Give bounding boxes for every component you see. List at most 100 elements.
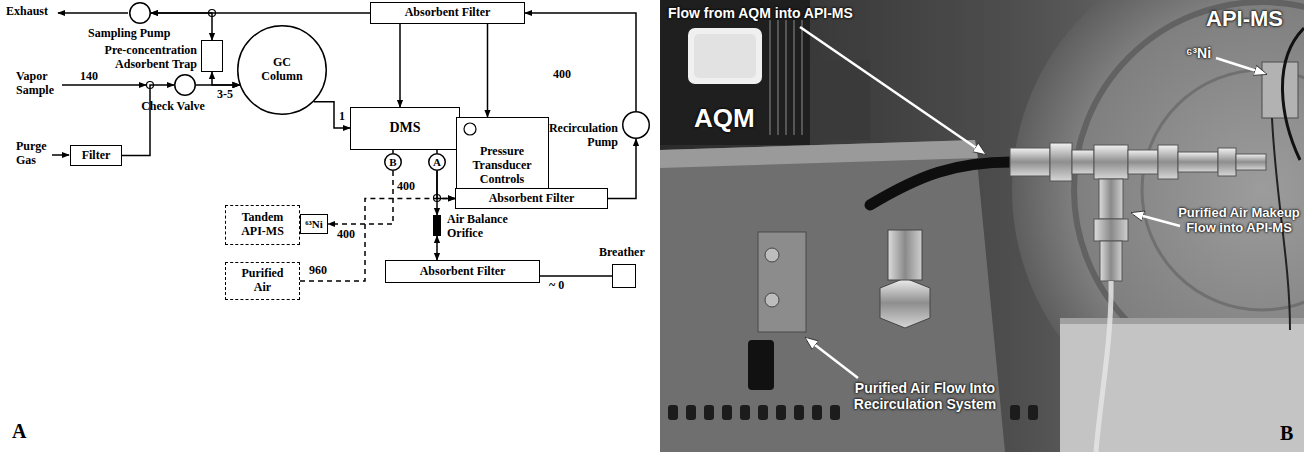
valve-symbol: Check Valve [174,74,196,96]
flow-line [436,236,438,260]
circle-outline [622,111,650,139]
heat-sink-fin [769,20,771,135]
vent-hole [1028,405,1038,420]
pump-symbol: Recirculation Pump [622,111,650,139]
flow-rate: 1 [338,110,346,124]
heat-sink-fin [801,20,803,135]
clear-tubing [1096,281,1111,452]
circle-shape [130,3,151,24]
flow-line [437,171,455,198]
photograph [660,0,1304,452]
circle-shape [623,112,650,139]
box-label: Absorbent Filter [420,265,506,279]
vent-hole [1010,405,1020,420]
gauge-circle [464,123,476,135]
flow-rate: 400 [396,180,416,194]
screw [765,248,779,262]
vent-hole [686,405,696,420]
part-label: Pre-concentration Adsorbent Trap [81,44,197,72]
vent-hole [704,405,714,420]
screw [765,293,779,307]
fitting [888,230,922,280]
heat-sink-fin [777,20,779,135]
hex-nut [1094,219,1128,241]
source-plate [1262,62,1298,118]
box-label: Pressure Transducer Controls [457,145,548,189]
vent-hole [722,405,732,420]
hex-nut [1158,145,1178,179]
fitting [1100,241,1122,281]
vent-hole [794,405,804,420]
housing-edge [1060,318,1304,324]
fitting [1236,154,1266,170]
black-tube [870,162,1012,205]
box-label: Filter [82,149,111,163]
circle-shape [385,154,402,171]
source-box: ⁶³Ni [300,214,329,234]
photo-callout: API-MS [1206,6,1283,31]
vent-hole [812,405,822,420]
box-label: ⁶³Ni [305,218,323,231]
box-label: DMS [389,120,420,136]
panel-letter: A [12,420,26,443]
breather-box: Breather [612,264,636,288]
box-label: Absorbent Filter [405,6,491,20]
flow-rate: 400 [336,228,356,242]
box-label: Absorbent Filter [489,192,575,206]
flow-line [525,13,636,111]
part-label: Sampling Pump [88,27,198,41]
dashed-flow-line [392,150,394,153]
hex-nut [880,278,930,328]
flow-rate: 140 [80,70,98,84]
chassis-plate [660,140,1005,452]
pump-symbol: Sampling Pump [129,2,151,24]
fitting [1072,150,1094,174]
flow-line [487,24,489,117]
flow-rate: 3-5 [216,88,234,102]
chassis-edge [660,140,978,168]
leader-line [806,338,858,378]
flow-line [540,275,612,277]
inlet-label: Purge Gas [16,140,58,168]
trap-box: Pre-concentration Adsorbent Trap [201,40,223,72]
fitting [1178,152,1218,172]
valve-block [758,232,806,332]
gauge-symbol [463,122,477,136]
photo-callout: Flow from AQM into API-MS [668,5,853,21]
vent-hole [758,405,768,420]
hex-nut [1218,148,1236,176]
circle-shape [175,75,196,96]
aqm-board [660,0,810,145]
board-bracket [810,60,870,140]
circle-shape [238,26,327,115]
black-fitting [748,340,774,390]
foam-texture [694,34,756,78]
part-label: Air Balance Orifice [447,213,527,241]
flow-rate: ~ 0 [548,279,565,293]
panel-letter: B [1280,422,1293,445]
box-label: Purified Air [235,267,291,295]
controls-box: Pressure Transducer Controls [456,117,549,190]
cable [1282,28,1304,160]
part-label: Check Valve [133,100,213,114]
photo-callout: Purified Air Makeup Flow into API-MS [1178,206,1300,236]
heat-sink-fin [785,20,787,135]
dashed-flow-line [328,171,393,224]
box-label: B [389,156,396,169]
flow-line [122,85,174,156]
photo-callout: AQM [694,104,755,134]
exhaust-arrow [58,12,128,14]
box-label: GC Column [257,56,307,84]
supply-box: Purified Air [225,262,300,300]
column-circle: GC Column [237,25,327,115]
tee-fitting [1094,145,1128,179]
photo-callout: ⁶³Ni [1186,45,1211,61]
purge-inlet-arrow [52,154,69,156]
part-label: Breather [599,246,659,260]
filter-box: Absorbent Filter [385,260,540,283]
vent-hole [830,405,840,420]
circle-outline [174,74,196,96]
path-marker: B [384,153,402,171]
flow-line [314,102,350,128]
